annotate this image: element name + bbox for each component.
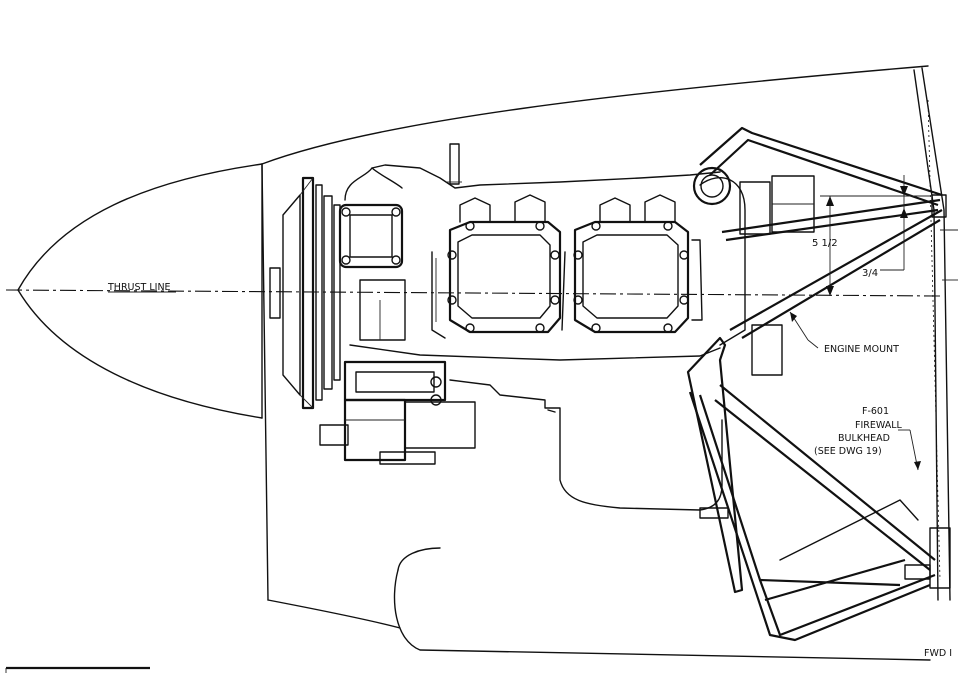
dimension-lines: [789, 175, 930, 471]
front-accessory-block: [338, 203, 404, 269]
starter-motor: [319, 360, 476, 465]
firewall-part-label: F-601: [862, 406, 889, 417]
dimension-minor-label: 3/4: [862, 268, 878, 279]
cowling-outline: [17, 65, 931, 661]
firewall-ref-label: (SEE DWG 19): [814, 446, 882, 457]
rear-engine-case: [692, 166, 815, 376]
sheet-border: [5, 666, 150, 673]
thrust-line: [5, 289, 941, 297]
engine-mount-label: ENGINE MOUNT: [824, 344, 899, 355]
crankcase: [344, 143, 721, 201]
thrust-line-label: THRUST LINE: [107, 282, 171, 293]
firewall-line1-label: FIREWALL: [855, 420, 903, 431]
firewall-line2-label: BULKHEAD: [838, 433, 890, 444]
engine-mount: [686, 126, 943, 642]
dimension-major-label: 5 1/2: [812, 238, 838, 249]
cylinder-1: [431, 194, 562, 339]
firewall-bulkhead: [904, 67, 958, 601]
fwd-ref-label: FWD I: [924, 648, 952, 659]
prop-flange: [269, 176, 341, 410]
cylinder-2: [561, 194, 703, 334]
